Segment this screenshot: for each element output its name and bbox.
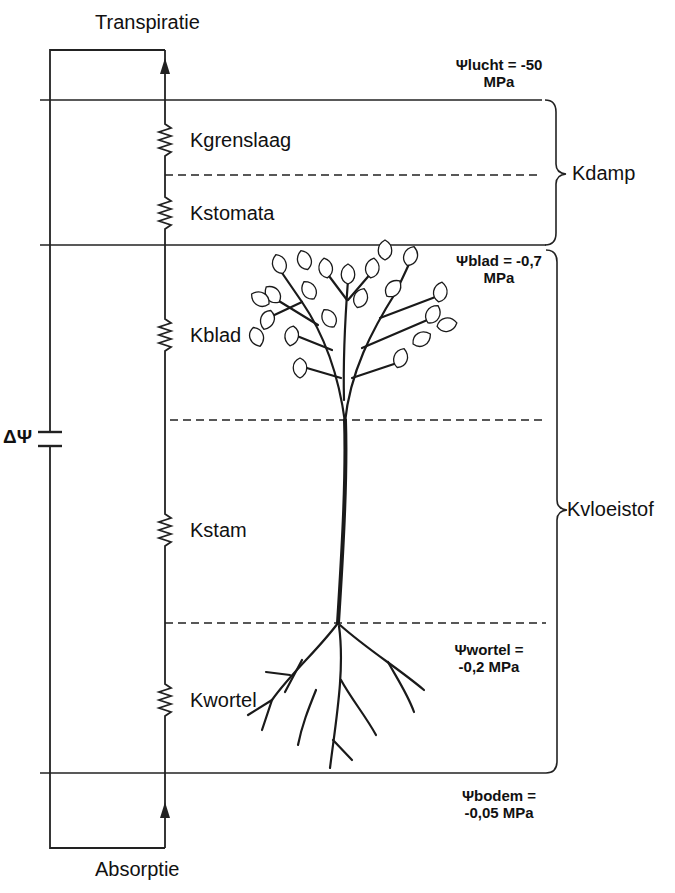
leaf <box>401 244 421 267</box>
resistance-group-label: Kvloeistof <box>567 497 654 521</box>
level-line <box>40 772 546 774</box>
circuit-wire <box>50 446 165 848</box>
potential-label: Ψlucht = -50 MPa <box>450 56 548 91</box>
resistance-label: Kblad <box>190 323 241 347</box>
level-line <box>165 622 546 624</box>
root <box>262 623 338 730</box>
flow-label: Transpiratie <box>95 10 200 34</box>
brace <box>546 250 567 773</box>
tree-roots <box>248 623 424 768</box>
leaf <box>270 252 290 275</box>
level-line <box>170 419 546 421</box>
branch <box>280 270 345 422</box>
leaf <box>410 328 434 350</box>
level-line <box>165 174 542 176</box>
leaf <box>248 288 272 310</box>
leaf <box>283 325 300 347</box>
root <box>298 690 316 745</box>
circuit-wire <box>50 50 165 432</box>
resistance-label: Kgrenslaag <box>190 128 291 152</box>
leaf <box>364 257 381 279</box>
root <box>285 660 302 692</box>
resistor-chain <box>159 50 171 848</box>
flow-label: Absorptie <box>95 857 180 881</box>
root <box>333 740 352 760</box>
leaf <box>298 278 320 302</box>
leaf <box>436 316 458 333</box>
leaf <box>317 257 334 279</box>
leaf <box>351 286 371 309</box>
root <box>266 672 290 675</box>
potential-label: Ψblad = -0,7 MPa <box>450 252 548 287</box>
resistance-label: Kstam <box>190 518 247 542</box>
leaf <box>432 281 449 303</box>
resistance-label: Kstomata <box>190 201 274 225</box>
leaf <box>318 306 340 330</box>
level-lines <box>40 100 546 773</box>
resistance-group-label: Kdamp <box>572 161 635 185</box>
leaf <box>391 346 411 369</box>
tree-trunk <box>338 420 345 623</box>
tree-illustration <box>247 240 458 768</box>
branch <box>352 362 400 378</box>
tree-leaves <box>247 240 458 378</box>
potential-difference-label: ΔΨ <box>3 426 32 448</box>
brace <box>545 100 566 245</box>
potential-label: Ψwortel = -0,2 MPa <box>440 641 538 676</box>
root <box>341 680 376 735</box>
leaf <box>295 248 315 271</box>
level-line <box>40 244 546 246</box>
braces <box>545 100 567 773</box>
circuit <box>38 50 165 848</box>
resistance-label: Kwortel <box>190 688 257 712</box>
potential-label: Ψbodem = -0,05 MPa <box>450 787 548 822</box>
tree-branches <box>268 262 438 422</box>
leaf <box>378 240 392 260</box>
leaf <box>382 276 405 300</box>
leaf <box>258 308 278 331</box>
leaf <box>293 358 307 378</box>
capacitor-symbol <box>38 445 62 447</box>
resistor-symbol <box>159 50 171 848</box>
root <box>340 625 424 690</box>
capacitor-symbol <box>38 431 62 433</box>
leaf <box>247 325 267 348</box>
level-line <box>40 99 542 101</box>
leaf <box>341 264 355 284</box>
root <box>388 662 414 712</box>
